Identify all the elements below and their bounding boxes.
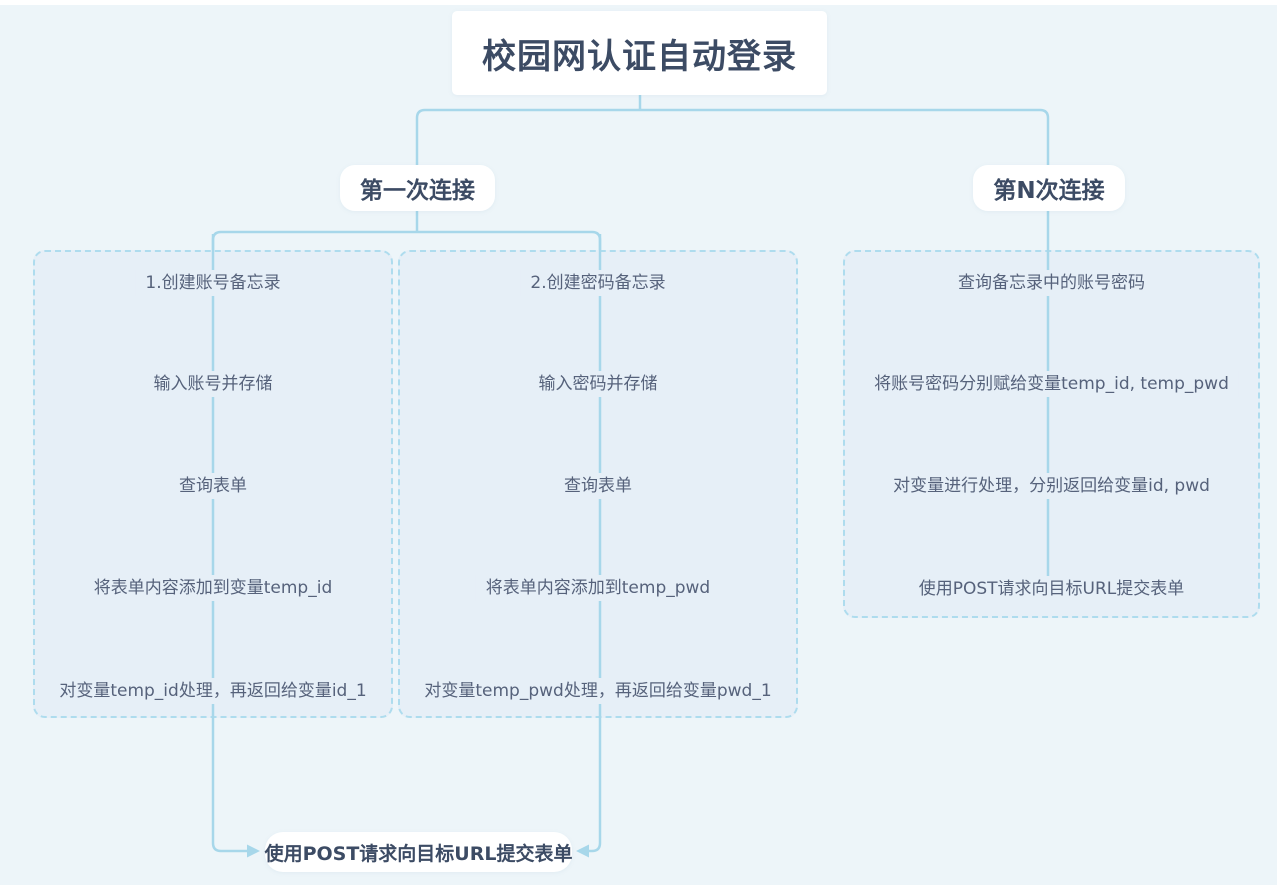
step-assign-temp-vars[interactable]: 将账号密码分别赋给变量temp_id, temp_pwd xyxy=(864,371,1239,397)
page-top-strip xyxy=(0,0,1277,5)
step-append-temp-pwd[interactable]: 将表单内容添加到temp_pwd xyxy=(475,575,721,601)
connector-first-split xyxy=(211,230,602,250)
steps-first-account: 1.创建账号备忘录 输入账号并存储 查询表单 将表单内容添加到变量temp_id… xyxy=(33,250,393,718)
branch-node-first-connection[interactable]: 第一次连接 xyxy=(340,165,495,211)
connector-main-split xyxy=(415,108,1050,165)
group-box-nth-connection xyxy=(843,250,1260,618)
step-query-memo-credentials[interactable]: 查询备忘录中的账号密码 xyxy=(948,270,1155,296)
step-process-temp-id[interactable]: 对变量temp_id处理，再返回给变量id_1 xyxy=(49,678,377,704)
step-query-form-password[interactable]: 查询表单 xyxy=(554,473,642,499)
arrowhead-left xyxy=(247,844,260,858)
step-query-form-account[interactable]: 查询表单 xyxy=(169,473,257,499)
step-post-submit-nth[interactable]: 使用POST请求向目标URL提交表单 xyxy=(908,576,1195,602)
steps-first-password: 2.创建密码备忘录 输入密码并存储 查询表单 将表单内容添加到temp_pwd … xyxy=(398,250,798,718)
step-input-password-store[interactable]: 输入密码并存储 xyxy=(528,371,668,397)
step-create-password-memo[interactable]: 2.创建密码备忘录 xyxy=(520,270,676,296)
arrowhead-right xyxy=(576,844,589,858)
step-process-return-id-pwd[interactable]: 对变量进行处理，分别返回给变量id, pwd xyxy=(883,473,1220,499)
final-node-post-submit[interactable]: 使用POST请求向目标URL提交表单 xyxy=(265,832,572,872)
step-input-account-store[interactable]: 输入账号并存储 xyxy=(143,371,283,397)
step-append-temp-id[interactable]: 将表单内容添加到变量temp_id xyxy=(83,575,343,601)
branch-node-nth-connection[interactable]: 第N次连接 xyxy=(973,165,1125,211)
steps-nth-connection: 查询备忘录中的账号密码 将账号密码分别赋给变量temp_id, temp_pwd… xyxy=(843,250,1260,618)
step-create-account-memo[interactable]: 1.创建账号备忘录 xyxy=(135,270,291,296)
root-node-title[interactable]: 校园网认证自动登录 xyxy=(452,11,827,95)
step-process-temp-pwd[interactable]: 对变量temp_pwd处理，再返回给变量pwd_1 xyxy=(414,678,782,704)
